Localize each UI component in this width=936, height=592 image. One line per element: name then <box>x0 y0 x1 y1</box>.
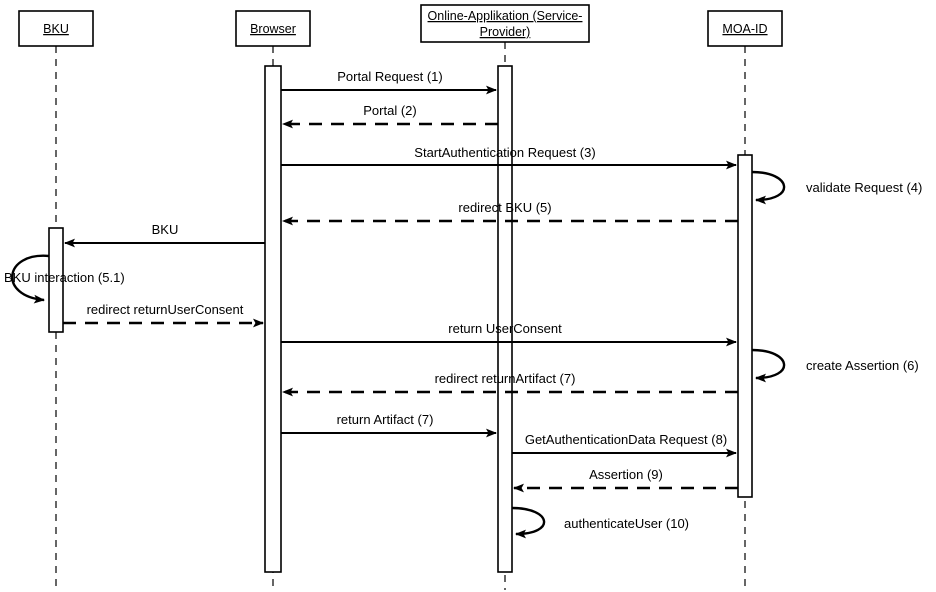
activation-moaid <box>737 154 753 498</box>
activation-browser <box>264 65 282 573</box>
message-label-return-userconsent: return UserConsent <box>448 321 562 336</box>
message-selfloop-create-assertion <box>751 348 786 383</box>
participant-label-oa-line1: Online-Applikation (Service- <box>428 9 583 23</box>
message-label-portal: Portal (2) <box>363 103 416 118</box>
message-label-authenticateuser: authenticateUser (10) <box>564 516 689 531</box>
message-selfloop-authenticateuser <box>511 506 546 539</box>
participant-label-bku: BKU <box>43 22 69 36</box>
participant-bku[interactable]: BKU <box>18 10 94 47</box>
activation-oa <box>497 65 513 573</box>
message-label-redirect-returnuserconsent: redirect returnUserConsent <box>87 302 244 317</box>
participant-label-oa-line2: Provider) <box>480 25 531 39</box>
activations-group <box>48 65 753 573</box>
message-labels-group: Portal Request (1) Portal (2) StartAuthe… <box>4 69 922 531</box>
participant-box-browser[interactable] <box>235 10 311 47</box>
message-label-return-artifact: return Artifact (7) <box>337 412 434 427</box>
message-selfloop-validate-request <box>751 170 786 205</box>
participant-box-bku[interactable] <box>18 10 94 47</box>
message-label-startauthentication-request: StartAuthentication Request (3) <box>414 145 595 160</box>
message-label-create-assertion: create Assertion (6) <box>806 358 919 373</box>
messages-group <box>11 85 786 539</box>
participant-label-browser: Browser <box>250 22 296 36</box>
message-label-bku: BKU <box>152 222 179 237</box>
message-label-portal-request: Portal Request (1) <box>337 69 443 84</box>
participant-label-moaid: MOA-ID <box>722 22 767 36</box>
message-selfloop-bku-interaction <box>11 254 50 304</box>
participant-oa[interactable]: Online-Applikation (Service- Provider) <box>420 4 590 43</box>
participant-browser[interactable]: Browser <box>235 10 311 47</box>
participant-moaid[interactable]: MOA-ID <box>707 10 783 47</box>
participant-box-oa[interactable] <box>420 4 590 43</box>
message-label-getauthenticationdata-request: GetAuthenticationData Request (8) <box>525 432 727 447</box>
participant-box-moaid[interactable] <box>707 10 783 47</box>
participant-headers-group: BKU Browser Online-Applikation (Service-… <box>18 4 783 47</box>
message-label-redirect-bku: redirect BKU (5) <box>458 200 551 215</box>
message-label-redirect-returnartifact: redirect returnArtifact (7) <box>435 371 576 386</box>
activation-bku <box>48 227 64 333</box>
message-label-validate-request: validate Request (4) <box>806 180 922 195</box>
message-label-bku-interaction: BKU interaction (5.1) <box>4 270 125 285</box>
message-label-assertion: Assertion (9) <box>589 467 663 482</box>
